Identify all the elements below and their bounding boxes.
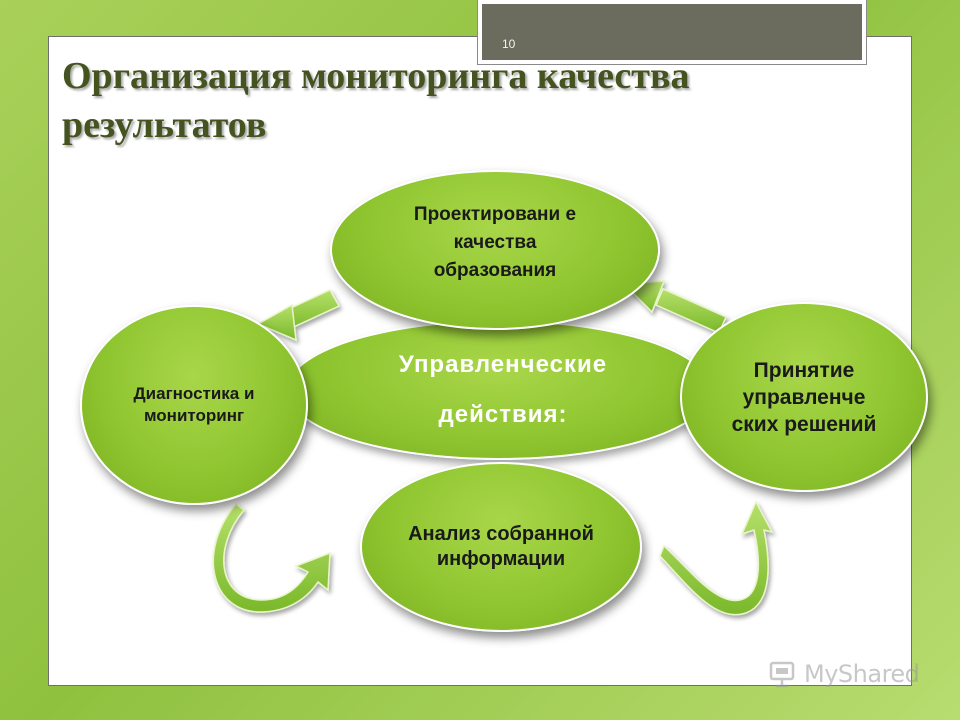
node-decisions-label: Принятие управленче ских решений <box>731 358 877 436</box>
watermark: MyShared <box>768 656 928 692</box>
slide-number: 10 <box>502 37 516 51</box>
node-decisions: Принятие управленче ских решений <box>680 302 928 492</box>
slide-title: Организация мониторинга качества результ… <box>62 55 690 146</box>
node-analysis: Анализ собранной информации <box>360 462 642 632</box>
central-label: Управленческие действия: <box>399 340 607 440</box>
slide-number-box: 10 <box>477 0 867 65</box>
node-design: Проектировани е качества образования <box>330 170 660 330</box>
central-ellipse: Управленческие действия: <box>286 320 712 460</box>
watermark-logo-icon <box>769 661 795 688</box>
node-analysis-label: Анализ собранной информации <box>408 523 594 570</box>
central-label-line2: действия: <box>438 401 568 428</box>
node-diagnostics: Диагностика и мониторинг <box>80 305 308 505</box>
node-design-label: Проектировани е качества образования <box>413 204 577 281</box>
watermark-text: MyShared <box>804 660 920 688</box>
node-diagnostics-label: Диагностика и мониторинг <box>133 384 255 425</box>
central-label-line1: Управленческие <box>398 351 608 378</box>
